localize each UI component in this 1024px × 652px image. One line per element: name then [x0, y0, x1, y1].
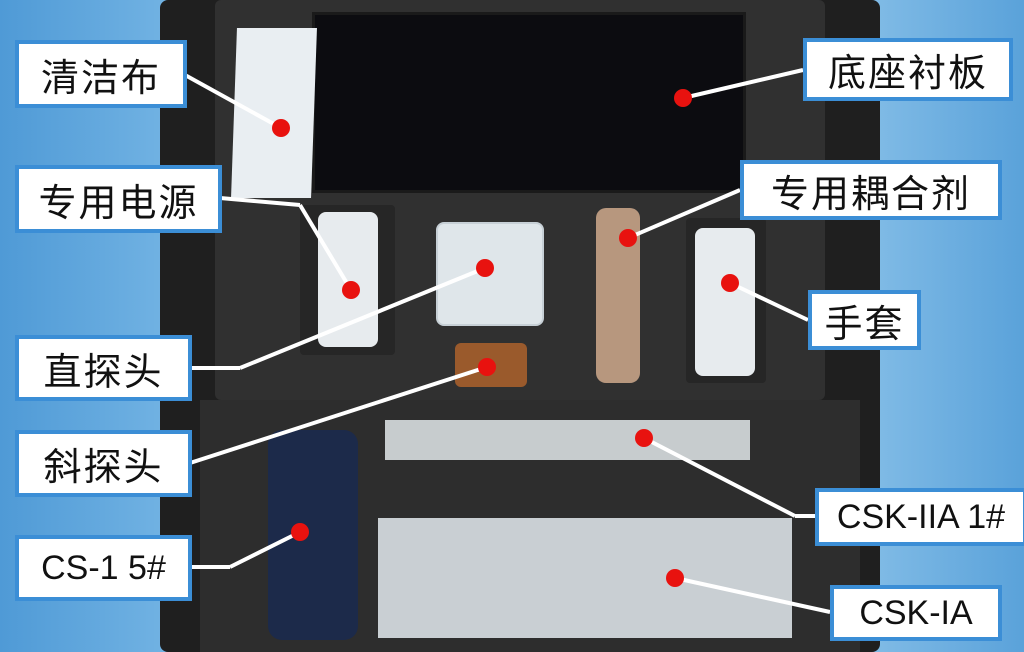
label-straight-probe: 直探头: [15, 335, 192, 401]
csk-ia-block-item: [378, 518, 792, 638]
leader-line: [643, 436, 796, 518]
label-csk-ia-block: CSK-IA: [830, 585, 1002, 641]
marker-power-supply: [342, 281, 360, 299]
marker-couplant: [619, 229, 637, 247]
leader-line: [219, 196, 301, 207]
marker-base-liner: [674, 89, 692, 107]
base-liner-panel: [312, 12, 746, 193]
leader-line: [682, 68, 804, 100]
label-csk-iia-block: CSK-IIA 1#: [815, 488, 1024, 546]
marker-straight-probe: [476, 259, 494, 277]
marker-cs1-block: [291, 523, 309, 541]
marker-csk-iia-block: [635, 429, 653, 447]
leader-line: [729, 281, 809, 322]
label-gloves: 手套: [808, 290, 921, 350]
marker-gloves: [721, 274, 739, 292]
leader-line: [184, 73, 282, 130]
leader-line: [674, 576, 831, 614]
label-power-supply: 专用电源: [15, 165, 222, 233]
leader-line: [627, 188, 741, 240]
label-angle-probe: 斜探头: [15, 430, 192, 497]
label-cs1-block: CS-1 5#: [15, 535, 192, 601]
marker-cleaning-cloth: [272, 119, 290, 137]
leader-line: [189, 365, 488, 465]
leader-line: [229, 530, 301, 569]
label-cleaning-cloth: 清洁布: [15, 40, 187, 108]
marker-angle-probe: [478, 358, 496, 376]
gloves-item: [695, 228, 755, 376]
leader-line: [298, 203, 353, 292]
marker-csk-ia-block: [666, 569, 684, 587]
label-base-liner: 底座衬板: [803, 38, 1013, 101]
cs1-block-item: [268, 430, 358, 640]
csk-iia-block-item: [385, 420, 750, 460]
label-couplant: 专用耦合剂: [740, 160, 1002, 220]
leader-line: [239, 266, 486, 370]
